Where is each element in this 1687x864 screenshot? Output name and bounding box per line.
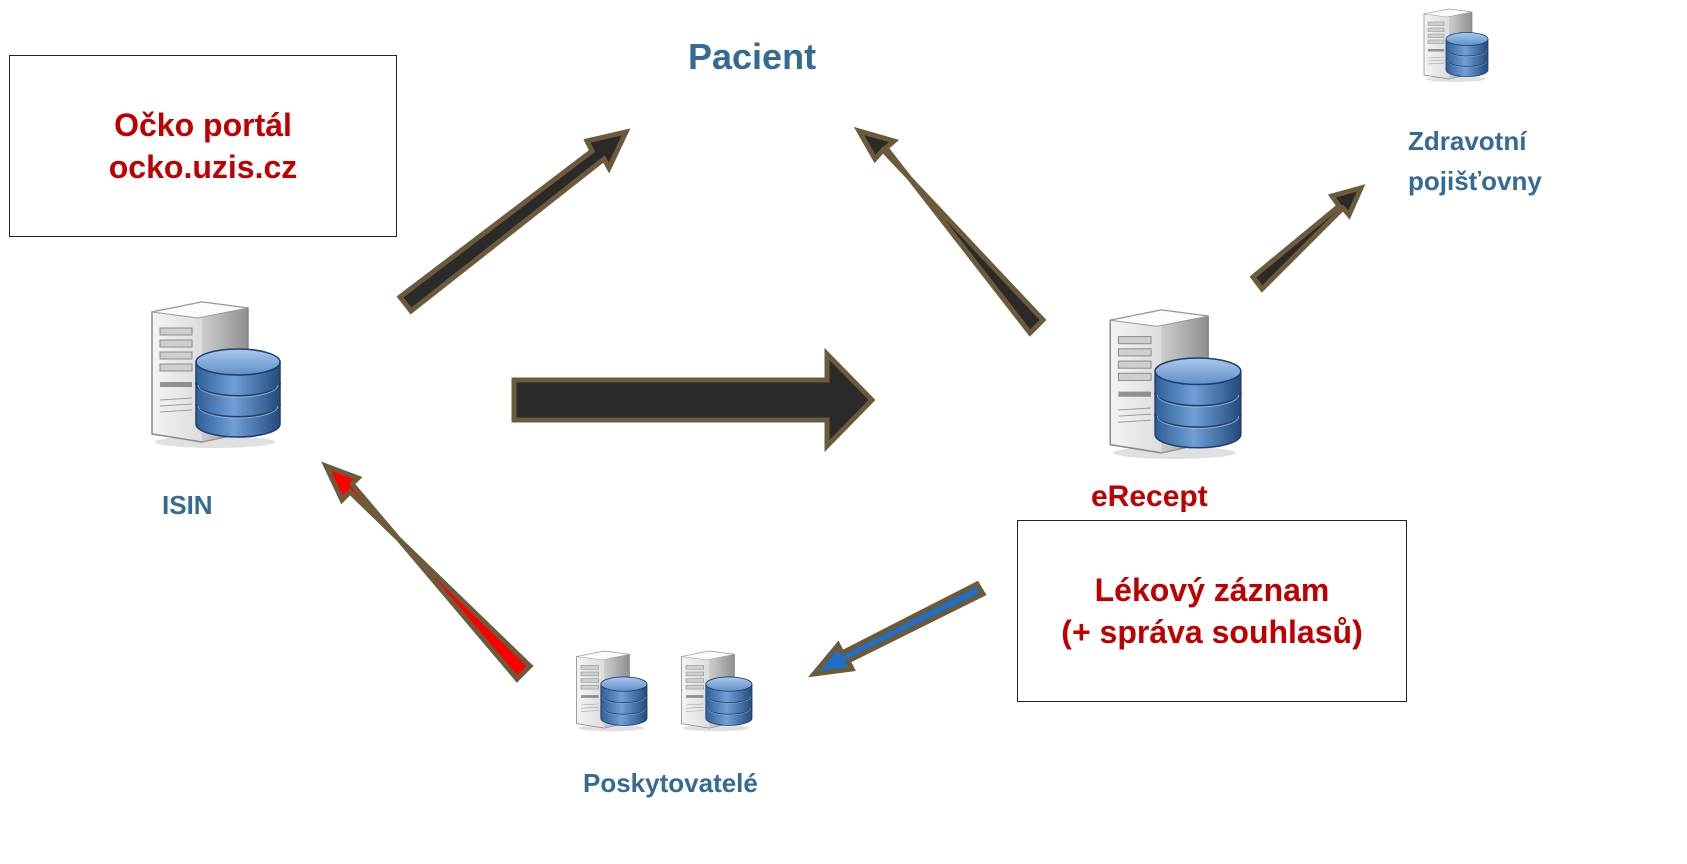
arrow-poskytovatele-to-isin bbox=[321, 461, 534, 683]
lekovy-zaznam-title: Lékový záznam bbox=[1094, 572, 1330, 608]
provider-server-icon bbox=[576, 650, 648, 732]
insurance-server-icon bbox=[1423, 8, 1489, 83]
poskytovatele-label: Poskytovatelé bbox=[583, 768, 758, 798]
ocko-portal-box: Očko portál ocko.uzis.cz bbox=[9, 55, 397, 237]
arrow-isin-to-erecept bbox=[511, 347, 876, 453]
isin-label: ISIN bbox=[162, 490, 213, 520]
lekovy-zaznam-box: Lékový záznam (+ správa souhlasů) bbox=[1017, 520, 1407, 702]
arrow-erecept-to-pojistovny bbox=[1249, 184, 1366, 293]
ocko-portal-url: ocko.uzis.cz bbox=[108, 149, 298, 185]
arrow-erecept-to-pacient bbox=[853, 126, 1047, 337]
erecept-server-icon bbox=[1109, 309, 1242, 460]
arrow-isin-to-pacient bbox=[396, 128, 631, 315]
zdravotni-pojistovny-label-line2: pojišťovny bbox=[1408, 166, 1542, 196]
isin-server-icon bbox=[151, 301, 281, 449]
arrow-lekovy-to-poskytovatele bbox=[808, 580, 987, 678]
pacient-label: Pacient bbox=[688, 36, 817, 77]
erecept-label: eRecept bbox=[1091, 480, 1208, 513]
lekovy-zaznam-subtitle: (+ správa souhlasů) bbox=[1061, 614, 1363, 650]
ocko-portal-title: Očko portál bbox=[114, 107, 292, 143]
provider-server-icon-2 bbox=[681, 650, 753, 732]
zdravotni-pojistovny-label-line1: Zdravotní bbox=[1408, 126, 1527, 156]
